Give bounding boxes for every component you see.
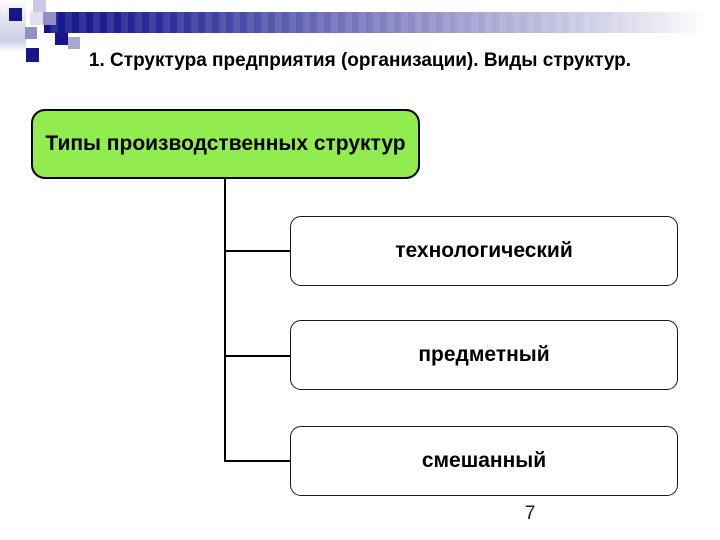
connector-branch-2 <box>226 355 290 357</box>
diagram-root-label: Типы производственных структур <box>45 132 406 155</box>
decor-square-slate-2 <box>25 27 37 39</box>
decor-square-navy-1 <box>9 8 22 21</box>
decor-square-slate-1 <box>43 12 56 25</box>
connector-branch-3 <box>226 460 290 462</box>
diagram-child-label-2: предметный <box>418 343 550 366</box>
diagram-child-node-3: смешанный <box>290 426 678 496</box>
header-gradient-bar <box>44 12 720 33</box>
diagram-child-node-2: предметный <box>290 320 678 390</box>
diagram-child-label-1: технологический <box>395 239 573 262</box>
diagram-child-node-1: технологический <box>290 216 678 286</box>
decor-square-lavender-1 <box>68 37 80 49</box>
connector-trunk-line <box>224 179 226 462</box>
decor-square-navy-3 <box>26 48 39 62</box>
page-number: 7 <box>524 503 536 524</box>
slide-title: 1. Структура предприятия (организации). … <box>88 50 632 71</box>
decor-square-pale-2 <box>30 12 43 25</box>
decor-square-navy-2 <box>55 33 68 45</box>
connector-branch-1 <box>226 250 290 252</box>
diagram-root-node: Типы производственных структур <box>31 109 420 179</box>
diagram-child-label-3: смешанный <box>421 449 547 472</box>
decor-square-pale-1 <box>33 0 46 13</box>
